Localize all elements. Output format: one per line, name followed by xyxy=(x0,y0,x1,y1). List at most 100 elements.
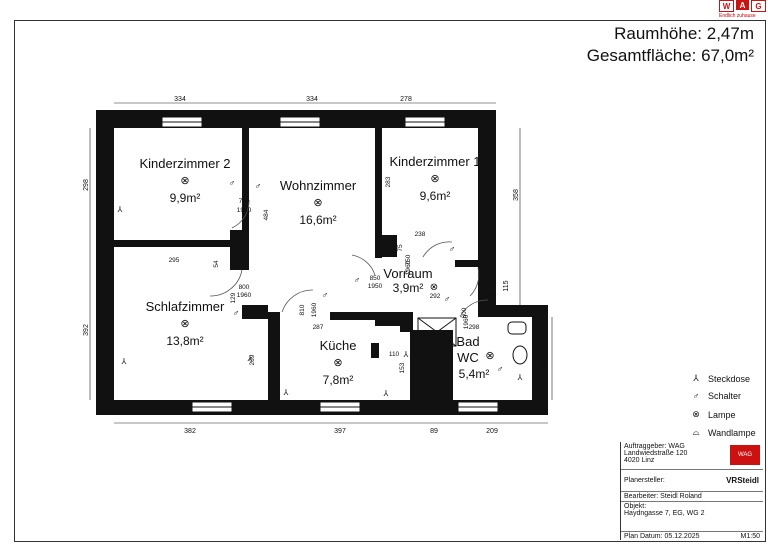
client-address-2: 4020 Linz xyxy=(624,457,655,464)
plan-labels: Kinderzimmer 2⊗9,9m²Wohnzimmer⊗16,6m²Kin… xyxy=(83,96,548,435)
dimension-inner: 600 xyxy=(461,307,468,318)
bath-fixtures xyxy=(417,317,528,365)
dimension-bottom: 382 xyxy=(184,428,196,435)
object-value: Haydngasse 7, EG, WG 2 xyxy=(624,510,705,517)
plan-frame xyxy=(14,20,766,542)
dimension-bottom: 397 xyxy=(334,428,346,435)
legend-item-lampe: ⊗Lampe xyxy=(690,409,735,420)
planer-logo: VRSteidl xyxy=(726,476,759,485)
dimension-inner: 107 xyxy=(423,334,430,345)
steckdose-icon: ⅄ xyxy=(117,205,123,214)
dimension-inner: 209 xyxy=(249,354,256,365)
logo-letter: A xyxy=(736,0,749,10)
dimension-inner: 1960 xyxy=(463,314,470,329)
dimension-inner: 298 xyxy=(469,324,480,331)
dimension-left: 298 xyxy=(83,179,90,191)
wag-logo: W A G Endlich zuhause xyxy=(719,0,768,19)
dimension-bottom: 89 xyxy=(430,428,438,435)
wandlampe-icon: ⌓ xyxy=(692,427,700,437)
room-name-kueche: Küche xyxy=(320,338,357,353)
room-name-wohnzimmer: Wohnzimmer xyxy=(280,178,357,193)
dimension-inner: 850 xyxy=(370,275,381,282)
legend-label: Steckdose xyxy=(708,373,751,384)
lampe-icon: ⊗ xyxy=(430,282,438,293)
dimension-inner: 810 xyxy=(299,304,306,315)
steckdose-icon: ⅄ xyxy=(375,198,381,207)
dimension-inner: 760 xyxy=(239,198,250,205)
door-swings xyxy=(209,199,489,318)
steckdose-icon: ⅄ xyxy=(247,354,253,363)
schalter-icon: ♂ xyxy=(233,308,240,318)
room-area-kueche: 7,8m² xyxy=(323,373,354,387)
dimension-inner: 1950 xyxy=(237,207,252,214)
legend-item-wandlampe: ⌓ Wandlampe xyxy=(690,427,756,438)
room-name-bad-wc: WC xyxy=(457,350,479,365)
dimension-inner: 800 xyxy=(239,284,250,291)
dimension-inner: 54 xyxy=(213,260,220,268)
steckdose-icon: ⅄ xyxy=(383,389,389,398)
dimension-inner: 295 xyxy=(169,257,180,264)
room-area-kinderzimmer-1: 9,6m² xyxy=(420,189,451,203)
dimension-top: 334 xyxy=(174,96,186,103)
steckdose-icon: ⅄ xyxy=(121,357,127,366)
steckdose-icon: ⅄ xyxy=(693,373,699,383)
dimension-inner: 75 xyxy=(397,244,404,252)
steckdose-icon: ⅄ xyxy=(517,373,523,382)
logo-letter: W xyxy=(719,0,734,12)
room-name-kinderzimmer-2: Kinderzimmer 2 xyxy=(139,156,230,171)
lampe-icon: ⊗ xyxy=(430,173,439,185)
schalter-icon: ♂ xyxy=(229,178,236,188)
object-label: Objekt: xyxy=(624,503,647,510)
room-height: Raumhöhe: 2,47m xyxy=(614,24,754,43)
schalter-icon: ♂ xyxy=(449,244,456,254)
schalter-icon: ♂ xyxy=(354,275,361,285)
planer-label: Planersteller: xyxy=(624,477,665,484)
schalter-icon: ♂ xyxy=(692,391,700,401)
client-label: Auftraggeber: WAG xyxy=(624,443,685,450)
dimension-top: 278 xyxy=(400,96,412,103)
dimension-inner: 129 xyxy=(230,292,237,303)
room-area-schlafzimmer: 13,8m² xyxy=(166,334,203,348)
dimension-inner: 1960 xyxy=(237,292,252,299)
planer-row: Planersteller: VRSteidl xyxy=(621,470,763,492)
dimension-inner: 283 xyxy=(385,176,392,187)
dimension-inner: 484 xyxy=(263,209,270,220)
dimension-inner: 1950 xyxy=(368,283,383,290)
logo-letter: G xyxy=(751,0,766,12)
dimension-inner: 1960 xyxy=(311,302,318,317)
dimension-right: 115 xyxy=(503,280,510,291)
legend-label: Wandlampe xyxy=(708,427,756,438)
date-row: Plan Datum: 05.12.2025 M1:50 xyxy=(621,532,763,541)
client-row: Auftraggeber: WAG Landwiedstraße 120 402… xyxy=(621,442,763,470)
room-name-kinderzimmer-1: Kinderzimmer 1 xyxy=(389,154,480,169)
dimension-inner: 830 xyxy=(484,283,495,290)
client-address-1: Landwiedstraße 120 xyxy=(624,450,688,457)
room-name-bad: Bad xyxy=(456,334,479,349)
room-name-vorraum: Vorraum xyxy=(383,266,432,281)
dimension-inner: 1960 xyxy=(405,260,412,275)
lampe-icon: ⊗ xyxy=(485,350,494,362)
dimension-inner: 1970 xyxy=(482,292,497,299)
schalter-icon: ♂ xyxy=(497,364,504,374)
room-area-wohnzimmer: 16,6m² xyxy=(299,213,336,227)
lampe-icon: ⊗ xyxy=(180,318,189,330)
dimension-inner: 287 xyxy=(313,324,324,331)
dimension-left: 392 xyxy=(83,324,90,336)
room-area-bad: 5,4m² xyxy=(459,367,490,381)
dimension-top: 334 xyxy=(306,96,318,103)
dimension-inner: 238 xyxy=(415,231,426,238)
window-lines xyxy=(162,121,498,408)
dimension-lines xyxy=(89,102,553,424)
legend-item-steckdose: ⅄ Steckdose xyxy=(690,373,750,384)
schalter-icon: ♂ xyxy=(322,290,329,300)
dimension-right: 358 xyxy=(513,189,520,201)
dimension-inner: 110 xyxy=(389,351,400,358)
title-block: Auftraggeber: WAG Landwiedstraße 120 402… xyxy=(620,442,763,540)
dimension-inner: 153 xyxy=(399,362,406,373)
plan-scale: M1:50 xyxy=(740,533,760,540)
object-row: Objekt: Haydngasse 7, EG, WG 2 xyxy=(621,502,763,532)
schalter-icon: ♂ xyxy=(255,181,262,191)
schalter-icon: ♂ xyxy=(444,294,451,304)
room-area-vorraum: 3,9m² xyxy=(393,281,424,295)
